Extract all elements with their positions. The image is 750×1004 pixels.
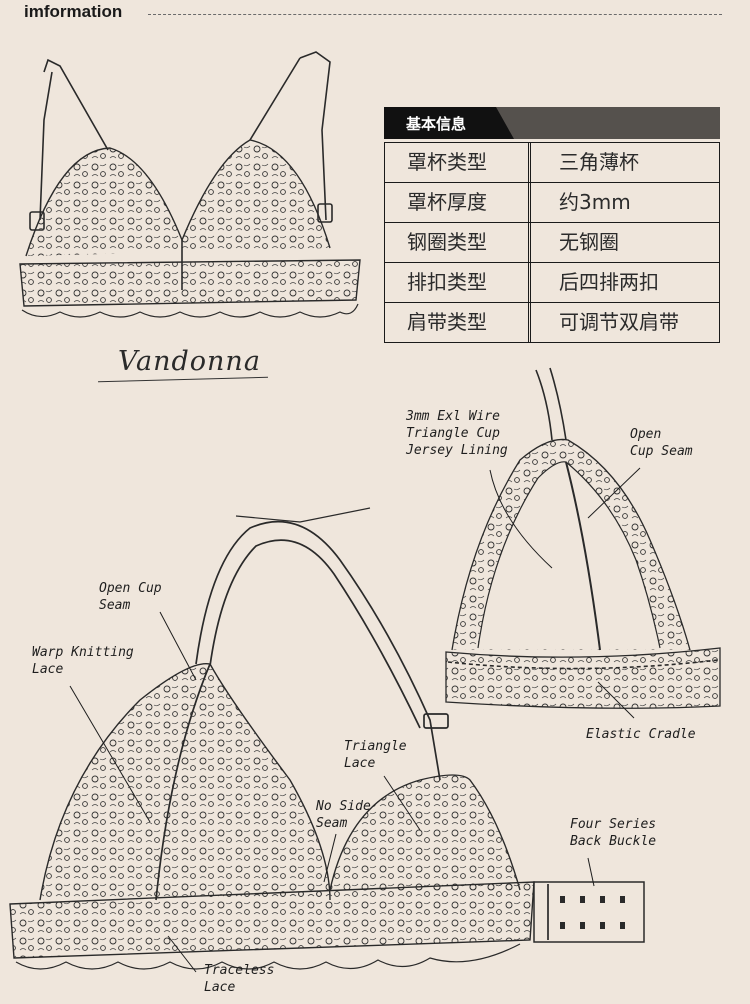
info-row: 罩杯厚度 约3mm: [385, 182, 719, 222]
header: imformation: [0, 0, 750, 28]
callout-warp-knitting-lace: Warp Knitting Lace: [32, 645, 134, 677]
info-key: 排扣类型: [385, 263, 531, 302]
main-bra-sketch: [9, 507, 645, 970]
info-row: 肩带类型 可调节双肩带: [385, 302, 719, 342]
callout-elastic-cradle: Elastic Cradle: [586, 727, 696, 742]
info-table: 基本信息 罩杯类型 三角薄杯 罩杯厚度 约3mm 钢圈类型 无钢圈 排扣类型 后…: [384, 107, 720, 343]
cup-detail-sketch: [445, 367, 721, 709]
info-value: 无钢圈: [559, 230, 619, 254]
callout-open-cup-seam-left: Open Cup Seam: [99, 581, 162, 613]
info-value: 后四排两扣: [559, 270, 659, 294]
callout-no-side-seam: No Side Seam: [316, 799, 371, 831]
info-value: 三角薄杯: [559, 150, 639, 174]
info-key: 肩带类型: [385, 303, 531, 342]
info-row: 钢圈类型 无钢圈: [385, 222, 719, 262]
info-row: 罩杯类型 三角薄杯: [385, 142, 719, 182]
callout-traceless-lace: Traceless Lace: [204, 963, 275, 995]
info-table-header: 基本信息: [384, 107, 720, 139]
info-value: 可调节双肩带: [559, 310, 679, 334]
page-title: imformation: [24, 2, 123, 21]
callout-leaders: [69, 467, 641, 973]
info-table-heading: 基本信息: [406, 115, 467, 133]
info-row: 排扣类型 后四排两扣: [385, 262, 719, 302]
info-key: 罩杯厚度: [385, 183, 531, 222]
callout-four-series-back-buckle: Four Series Back Buckle: [570, 817, 657, 849]
info-value: 约3mm: [559, 190, 631, 214]
info-key: 罩杯类型: [385, 143, 531, 182]
callout-open-cup-seam-right: Open Cup Seam: [630, 427, 693, 459]
info-key: 钢圈类型: [385, 223, 531, 262]
brand-signature: Vandonna: [118, 346, 261, 377]
header-divider: [148, 14, 722, 15]
top-bra-sketch: [19, 51, 361, 318]
callout-exl-wire: 3mm Exl Wire Triangle Cup Jersey Lining: [406, 409, 508, 458]
callout-triangle-lace: Triangle Lace: [344, 739, 407, 771]
